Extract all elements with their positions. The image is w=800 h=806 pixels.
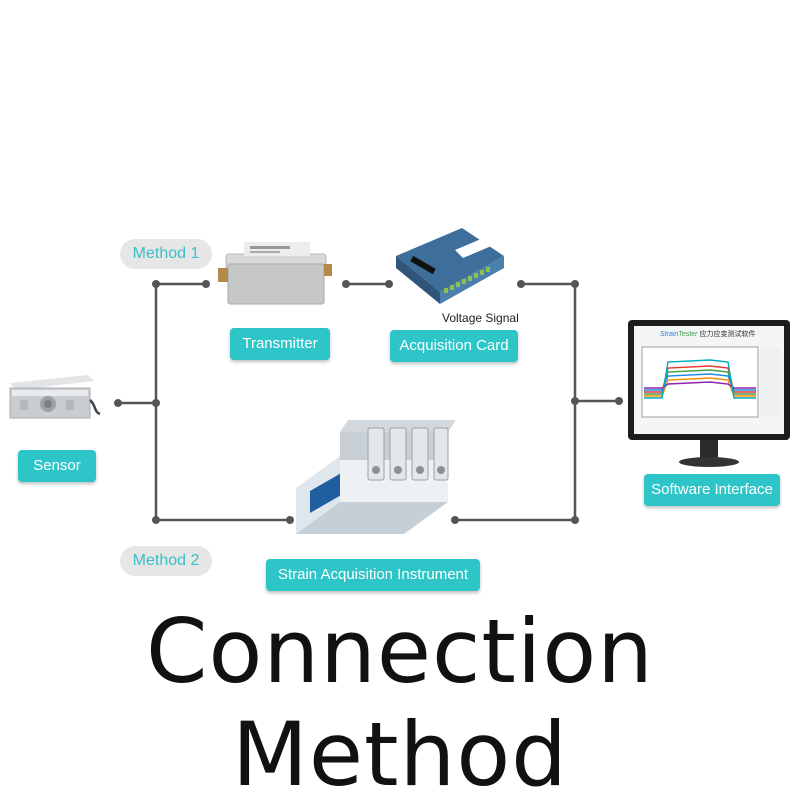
- software-interface-label: Software Interface: [644, 474, 780, 506]
- transmitter-image: [218, 242, 332, 305]
- transmitter-label: Transmitter: [230, 328, 330, 360]
- page-title: Connection Method: [146, 600, 654, 806]
- sensor-label: Sensor: [18, 450, 96, 482]
- screen-title-part3: 应力应变测试软件: [699, 331, 756, 338]
- acquisition-card-image: [396, 228, 504, 304]
- strain-instrument-label: Strain Acquisition Instrument: [266, 559, 480, 591]
- connector-dots: [114, 280, 623, 524]
- screen-title-part1: Strain: [660, 331, 679, 338]
- screen-title: StrainTester 应力应变测试软件: [660, 329, 755, 339]
- strain-instrument-image: [296, 420, 456, 534]
- load-cell-sensor-image: [9, 375, 101, 419]
- method-2-pill: Method 2: [120, 546, 212, 576]
- screen-title-part2: Tester: [678, 331, 698, 338]
- voltage-signal-note: Voltage Signal: [442, 311, 519, 325]
- acquisition-card-label: Acquisition Card: [390, 330, 518, 362]
- method-1-pill: Method 1: [120, 239, 212, 269]
- monitor-image: [628, 320, 790, 467]
